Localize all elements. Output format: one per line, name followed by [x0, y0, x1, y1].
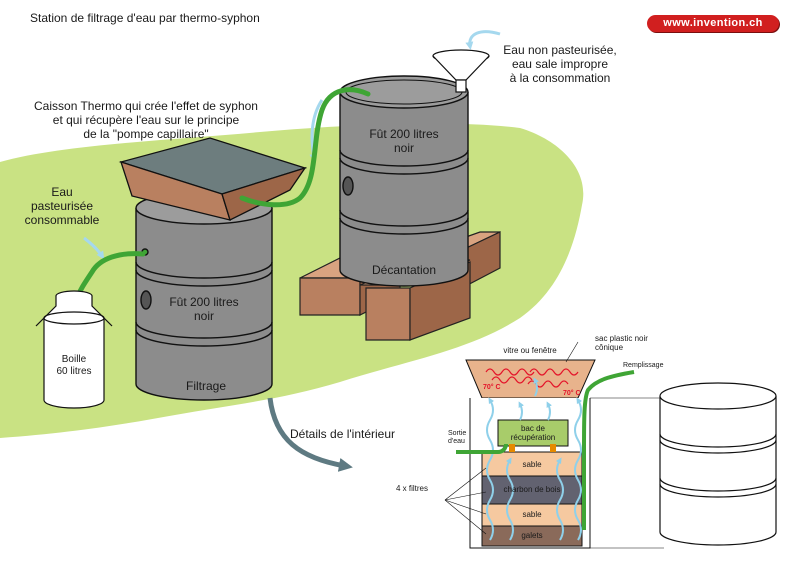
dirty-water-arrow [465, 30, 501, 50]
bac-label: bac de récupération [510, 424, 556, 443]
caisson-label: Caisson Thermo qui crée l'effet de sypho… [34, 99, 258, 141]
remplissage-label: Remplissage [623, 362, 664, 369]
page-title: Station de filtrage d'eau par thermo-syp… [30, 11, 260, 25]
clean-water-arrow [83, 236, 105, 260]
temp-left-label: 70° C [483, 384, 501, 391]
siphon-pipe [239, 87, 371, 208]
clean-water-label: Eau pasteurisée consommable [24, 185, 100, 227]
layer-galets: galets [521, 531, 543, 540]
milk-can-label: Boille 60 litres [56, 354, 92, 377]
decantation-label: Décantation [371, 263, 437, 277]
funnel [432, 49, 490, 93]
details-arrow [267, 397, 353, 472]
sac-label: sac plastic noir cônique [595, 334, 648, 353]
milk-can [35, 290, 113, 409]
brand-badge: www.invention.ch [647, 15, 779, 32]
filtres-label: 4 x filtres [396, 484, 429, 493]
vitre-label: vitre ou fenêtre [503, 346, 557, 355]
barrel-right-label: Fût 200 litres noir [369, 127, 439, 155]
layer-charbon: charbon de bois [503, 485, 561, 494]
barrel-decantation [339, 75, 469, 287]
filtrage-label: Filtrage [185, 379, 227, 393]
sortie-label: Sortie d'eau [448, 430, 467, 446]
leader-lines [444, 341, 664, 549]
temp-right-label: 70° C [563, 390, 581, 397]
flow-arrows [486, 377, 583, 541]
detail-fill-pipe [582, 370, 635, 530]
thermo-box [118, 137, 308, 221]
layer-sable-top: sable [522, 460, 542, 469]
dirty-water-label: Eau non pasteurisée, eau sale impropre à… [503, 43, 617, 85]
layer-sable-bottom: sable [522, 510, 542, 519]
barrel-left-label: Fût 200 litres noir [169, 295, 239, 323]
details-label: Détails de l'intérieur [290, 427, 396, 441]
barrel-outline [659, 382, 777, 546]
detail-outlet-pipe [456, 443, 508, 454]
